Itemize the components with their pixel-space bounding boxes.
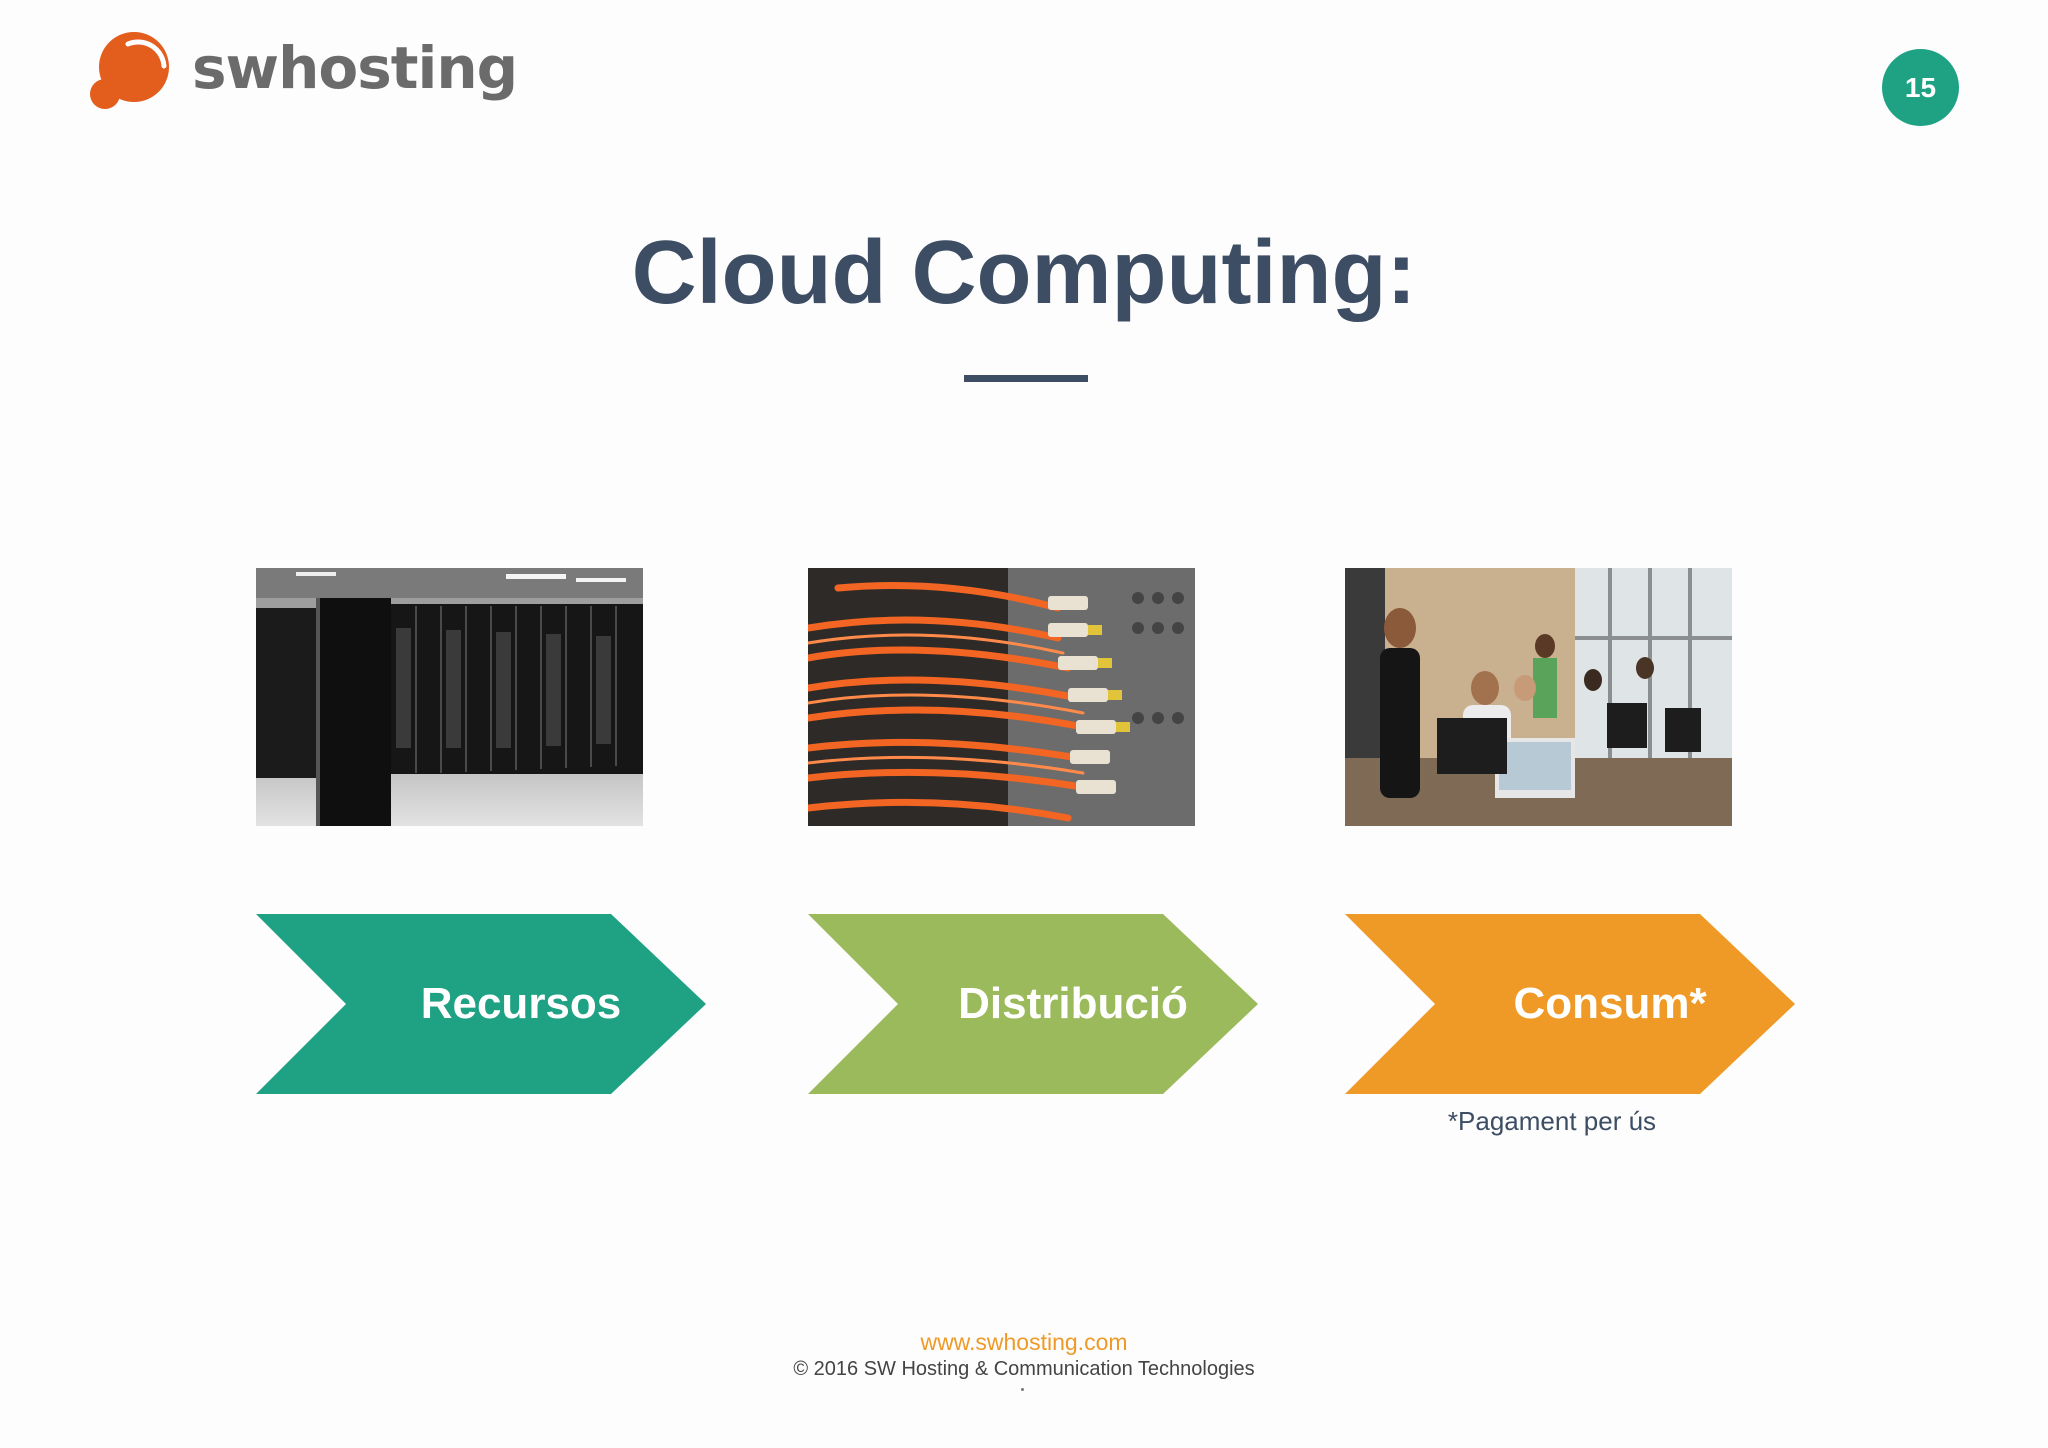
title-underline bbox=[964, 375, 1088, 382]
swhosting-logo: swhosting bbox=[88, 30, 518, 120]
slide-title: Cloud Computing: bbox=[631, 223, 1417, 323]
footer-copyright: © 2016 SW Hosting & Communication Techno… bbox=[793, 1358, 1255, 1380]
chevron-arrow-icon bbox=[256, 914, 706, 1094]
step-consum: Consum* bbox=[1345, 914, 1795, 1094]
chevron-arrow-icon bbox=[1345, 914, 1795, 1094]
page-number-badge: 15 bbox=[1882, 49, 1959, 126]
chevron-arrow-icon bbox=[808, 914, 1258, 1094]
footnote: *Pagament per ús bbox=[1447, 1106, 1657, 1136]
step-label: Distribució bbox=[958, 979, 1188, 1028]
server-racks-photo bbox=[256, 568, 643, 826]
footer-dot bbox=[1021, 1388, 1024, 1391]
logo-text: swhosting bbox=[192, 34, 518, 102]
fiber-cables-photo bbox=[808, 568, 1195, 826]
step-distribucio: Distribució bbox=[808, 914, 1258, 1094]
footer-website-link[interactable]: www.swhosting.com bbox=[920, 1329, 1128, 1355]
office-workers-photo bbox=[1345, 568, 1732, 826]
logo-circles-icon bbox=[90, 32, 169, 109]
step-label: Recursos bbox=[420, 979, 622, 1028]
step-recursos: Recursos bbox=[256, 914, 706, 1094]
step-label: Consum* bbox=[1513, 979, 1707, 1028]
